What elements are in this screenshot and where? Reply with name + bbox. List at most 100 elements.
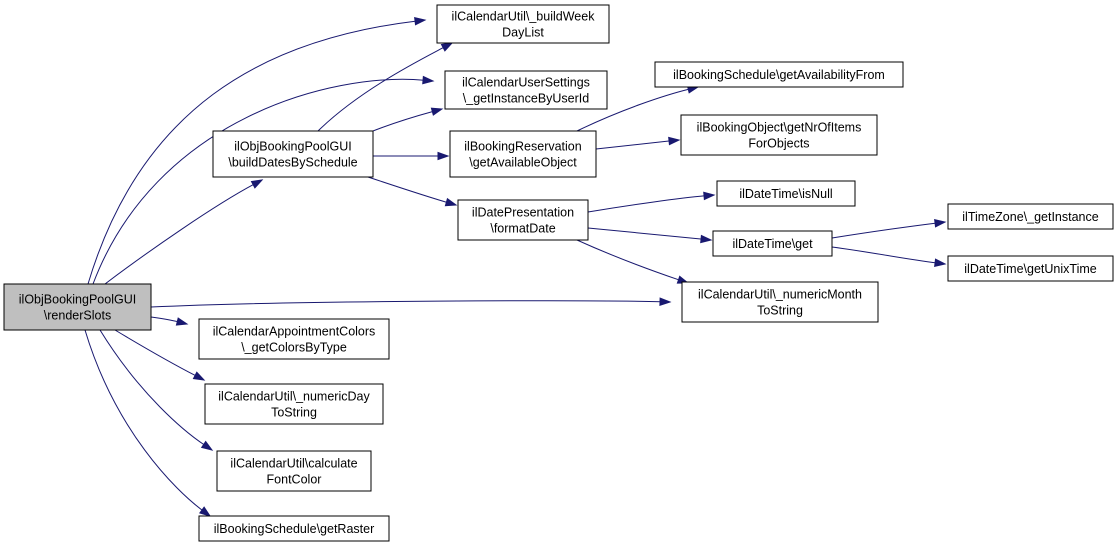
node-getInstanceByUserId[interactable]: ilCalendarUserSettings\_getInstanceByUse… bbox=[444, 70, 608, 110]
node-label: DayList bbox=[502, 26, 544, 40]
edge-line bbox=[317, 46, 445, 132]
nodes-layer: ilObjBookingPoolGUI\renderSlotsilObjBook… bbox=[3, 4, 1114, 542]
node-get[interactable]: ilDateTime\get bbox=[712, 230, 833, 257]
node-box bbox=[449, 130, 597, 178]
edge-getAvailableObject-to-getNrOfItemsForObjects bbox=[595, 136, 681, 150]
arrowhead-icon bbox=[192, 371, 206, 381]
edge-renderSlots-to-getInstanceByUserId bbox=[92, 75, 435, 285]
arrowhead-icon bbox=[437, 151, 450, 161]
node-box bbox=[3, 283, 152, 331]
node-label: ilDateTime\isNull bbox=[739, 187, 832, 201]
node-label: ilCalendarUtil\_buildWeek bbox=[452, 10, 596, 24]
edge-line bbox=[831, 222, 937, 239]
edge-line bbox=[595, 140, 671, 150]
node-label: \buildDatesBySchedule bbox=[228, 156, 357, 170]
node-buildDatesBySchedule[interactable]: ilObjBookingPoolGUI \buildDatesBySchedule bbox=[212, 130, 374, 178]
node-box bbox=[947, 203, 1114, 230]
edge-line bbox=[150, 300, 662, 308]
node-label: \getAvailableObject bbox=[469, 156, 577, 170]
node-box bbox=[204, 383, 384, 425]
edge-renderSlots-to-buildDatesBySchedule bbox=[104, 179, 264, 285]
edge-renderSlots-to-numericMonthToString bbox=[150, 297, 672, 308]
edge-line bbox=[114, 329, 197, 377]
arrowhead-icon bbox=[659, 297, 672, 307]
node-getAvailableObject[interactable]: ilBookingReservation \getAvailableObject bbox=[449, 130, 597, 178]
node-label: \_getColorsByType bbox=[241, 341, 347, 355]
edge-formatDate-to-get bbox=[587, 227, 713, 244]
arrowhead-icon bbox=[934, 258, 947, 267]
node-getUnixTime[interactable]: ilDateTime\getUnixTime bbox=[947, 255, 1114, 282]
edge-line bbox=[367, 110, 434, 134]
node-box bbox=[681, 281, 879, 323]
edge-renderSlots-to-getColorsByType bbox=[150, 316, 189, 326]
edge-line bbox=[587, 227, 703, 240]
node-label: ilBookingSchedule\getAvailabilityFrom bbox=[673, 68, 885, 82]
arrowhead-icon bbox=[414, 16, 427, 26]
node-box bbox=[716, 180, 856, 207]
edge-renderSlots-to-calculateFontColor bbox=[99, 329, 214, 451]
arrowhead-icon bbox=[700, 234, 713, 244]
edge-getAvailableObject-to-getAvailabilityFrom bbox=[576, 85, 700, 132]
node-getAvailabilityFrom[interactable]: ilBookingSchedule\getAvailabilityFrom bbox=[654, 61, 904, 88]
node-label: ilBookingObject\getNrOfItems bbox=[697, 121, 862, 135]
arrowhead-icon bbox=[703, 191, 716, 201]
edge-line bbox=[150, 316, 179, 323]
node-getColorsByType[interactable]: ilCalendarAppointmentColors \_getColorsBy… bbox=[198, 318, 390, 360]
node-label: ilCalendarAppointmentColors bbox=[213, 325, 376, 339]
node-getRaster[interactable]: ilBookingSchedule\getRaster bbox=[198, 515, 390, 542]
node-label: ForObjects bbox=[748, 137, 809, 151]
edge-renderSlots-to-numericDayToString bbox=[114, 329, 206, 381]
node-box bbox=[216, 450, 372, 492]
arrowhead-icon bbox=[444, 197, 458, 207]
edge-buildDatesBySchedule-to-buildWeekDayList bbox=[317, 42, 454, 132]
node-label: ilObjBookingPoolGUI bbox=[234, 140, 351, 154]
node-formatDate[interactable]: ilDatePresentation \formatDate bbox=[457, 199, 589, 241]
edge-renderSlots-to-buildWeekDayList bbox=[87, 16, 427, 285]
node-renderSlots[interactable]: ilObjBookingPoolGUI \renderSlots bbox=[3, 283, 152, 331]
node-label: ToString bbox=[271, 406, 317, 420]
node-box bbox=[680, 114, 878, 156]
node-label: ilDateTime\getUnixTime bbox=[964, 262, 1096, 276]
arrowhead-icon bbox=[440, 42, 454, 52]
node-box bbox=[947, 255, 1114, 282]
edge-line bbox=[87, 20, 417, 285]
arrowhead-icon bbox=[422, 75, 435, 85]
node-box bbox=[654, 61, 904, 88]
node-isNull[interactable]: ilDateTime\isNull bbox=[716, 180, 856, 207]
edge-line bbox=[576, 239, 680, 281]
node-box bbox=[198, 318, 390, 360]
arrowhead-icon bbox=[668, 136, 681, 146]
arrowhead-icon bbox=[175, 317, 189, 326]
node-box bbox=[444, 70, 608, 110]
node-label: ilObjBookingPoolGUI bbox=[19, 293, 136, 307]
edge-get-to-getUnixTime bbox=[831, 246, 947, 267]
arrowhead-icon bbox=[200, 440, 214, 451]
edges-layer bbox=[84, 16, 947, 517]
node-label: FontColor bbox=[267, 473, 322, 487]
node-label: ilDateTime\get bbox=[732, 237, 813, 251]
edge-formatDate-to-isNull bbox=[587, 191, 716, 213]
edge-line bbox=[576, 88, 690, 132]
edge-renderSlots-to-getRaster bbox=[84, 329, 212, 517]
edge-buildDatesBySchedule-to-getAvailableObject bbox=[372, 151, 450, 161]
node-label: ToString bbox=[757, 304, 803, 318]
node-getInstance[interactable]: ilTimeZone\_getInstance bbox=[947, 203, 1114, 230]
node-label: \formatDate bbox=[490, 222, 555, 236]
node-label: ilCalendarUserSettings bbox=[462, 76, 590, 90]
node-label: ilBookingReservation bbox=[464, 140, 581, 154]
arrowhead-icon bbox=[934, 219, 947, 228]
edge-line bbox=[84, 329, 204, 512]
arrowhead-icon bbox=[430, 107, 444, 116]
edge-formatDate-to-numericMonthToString bbox=[576, 239, 690, 284]
node-label: ilDatePresentation bbox=[472, 206, 574, 220]
node-label: ilCalendarUtil\calculate bbox=[230, 457, 357, 471]
edge-line bbox=[587, 195, 706, 213]
node-label: \renderSlots bbox=[44, 309, 111, 323]
edge-line bbox=[92, 78, 425, 285]
